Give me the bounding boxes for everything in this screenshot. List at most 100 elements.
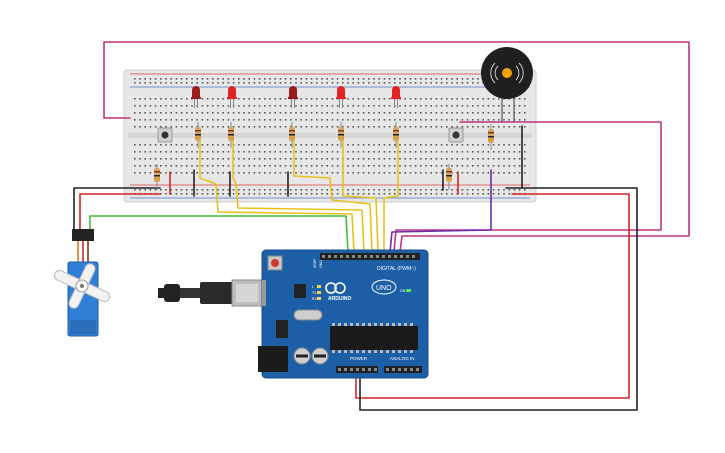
breadboard-hole: [451, 189, 453, 191]
breadboard-hole: [409, 126, 412, 128]
breadboard-hole: [472, 144, 474, 146]
breadboard-hole: [399, 193, 401, 195]
breadboard-hole: [342, 82, 344, 84]
led-3[interactable]: [288, 86, 298, 108]
breadboard-hole: [149, 151, 152, 153]
breadboard-hole: [492, 119, 495, 121]
breadboard-hole: [206, 158, 209, 160]
breadboard-hole: [279, 158, 282, 160]
breadboard-hole: [482, 112, 484, 114]
digital-pin[interactable]: [412, 255, 415, 258]
power-pin[interactable]: [368, 368, 371, 371]
power-pin[interactable]: [338, 368, 341, 371]
digital-pin[interactable]: [322, 255, 325, 258]
breadboard-hole: [191, 126, 193, 128]
digital-pin[interactable]: [388, 255, 391, 258]
led-4[interactable]: [336, 86, 346, 108]
digital-pin[interactable]: [358, 255, 361, 258]
digital-pin[interactable]: [400, 255, 403, 258]
wire-magenta-outer[interactable]: [103, 41, 690, 253]
breadboard-hole: [201, 98, 204, 100]
breadboard-hole: [461, 119, 464, 121]
breadboard-hole: [160, 82, 162, 84]
resistor[interactable]: [195, 122, 201, 148]
usb-cable[interactable]: [158, 279, 263, 307]
piezo-buzzer[interactable]: [481, 47, 533, 122]
wire-yellow-2[interactable]: [232, 139, 365, 253]
power-pin[interactable]: [344, 368, 347, 371]
breadboard-hole: [201, 144, 204, 146]
breadboard-hole: [451, 112, 453, 114]
analog-pin[interactable]: [392, 368, 395, 371]
pushbutton-left[interactable]: [157, 127, 173, 143]
wire-red-power[interactable]: [355, 193, 630, 399]
breadboard-hole: [368, 126, 370, 128]
wire-magenta-inner[interactable]: [393, 121, 662, 253]
digital-pin[interactable]: [406, 255, 409, 258]
digital-pin[interactable]: [370, 255, 373, 258]
wire-black-power[interactable]: [359, 187, 638, 411]
power-pin[interactable]: [374, 368, 377, 371]
led-2[interactable]: [227, 86, 237, 108]
digital-pin[interactable]: [334, 255, 337, 258]
digital-pin[interactable]: [376, 255, 379, 258]
breadboard-hole: [430, 172, 432, 174]
analog-pin[interactable]: [404, 368, 407, 371]
analog-pin[interactable]: [398, 368, 401, 371]
breadboard-hole: [321, 82, 323, 84]
breadboard-hole: [394, 112, 396, 114]
pushbutton-right[interactable]: [448, 127, 464, 143]
digital-pin[interactable]: [328, 255, 331, 258]
digital-pin[interactable]: [364, 255, 367, 258]
power-pin[interactable]: [356, 368, 359, 371]
breadboard-hole: [165, 112, 167, 114]
digital-pin[interactable]: [346, 255, 349, 258]
wire-yellow-4[interactable]: [342, 139, 379, 253]
arduino-uno-board[interactable]: DIGITAL (PWM~) AREF GND ARDUINO UNO L TX…: [258, 249, 429, 379]
breadboard-hole: [430, 165, 432, 167]
wire-green[interactable]: [89, 215, 349, 253]
breadboard-hole: [477, 144, 479, 146]
wire-red-servo[interactable]: [79, 193, 161, 233]
breadboard-hole: [154, 165, 157, 167]
breadboard-hole: [446, 82, 448, 84]
breadboard-hole: [310, 126, 313, 128]
resistor[interactable]: [289, 122, 295, 148]
breadboard[interactable]: [123, 69, 537, 203]
wire-black-servo[interactable]: [73, 187, 161, 233]
breadboard-hole: [196, 78, 198, 80]
servo-motor[interactable]: [45, 229, 120, 337]
led-1[interactable]: [191, 86, 201, 108]
digital-pin[interactable]: [382, 255, 385, 258]
breadboard-hole: [149, 144, 152, 146]
breadboard-hole: [227, 119, 230, 121]
wire-yellow-3[interactable]: [293, 139, 373, 253]
breadboard-hole: [404, 82, 406, 84]
digital-pin[interactable]: [394, 255, 397, 258]
analog-pin[interactable]: [386, 368, 389, 371]
breadboard-hole: [352, 119, 354, 121]
wire-purple[interactable]: [389, 169, 492, 253]
analog-pin[interactable]: [416, 368, 419, 371]
led-5[interactable]: [391, 86, 401, 108]
power-pin[interactable]: [350, 368, 353, 371]
analog-pin[interactable]: [410, 368, 413, 371]
resistor[interactable]: [488, 124, 494, 150]
resistor[interactable]: [338, 122, 344, 148]
wire-yellow-5[interactable]: [383, 139, 399, 253]
resistor[interactable]: [393, 122, 399, 148]
breadboard-hole: [414, 189, 417, 191]
breadboard-hole: [352, 158, 354, 160]
power-pin[interactable]: [362, 368, 365, 371]
resistor[interactable]: [154, 164, 160, 190]
breadboard-hole: [425, 193, 427, 195]
breadboard-hole: [331, 105, 334, 107]
digital-pin[interactable]: [340, 255, 343, 258]
wire-yellow-1[interactable]: [199, 139, 355, 253]
reset-button[interactable]: [267, 255, 283, 271]
resistor[interactable]: [228, 122, 234, 148]
resistor[interactable]: [446, 164, 452, 190]
digital-pin[interactable]: [352, 255, 355, 258]
breadboard-hole: [518, 105, 521, 107]
